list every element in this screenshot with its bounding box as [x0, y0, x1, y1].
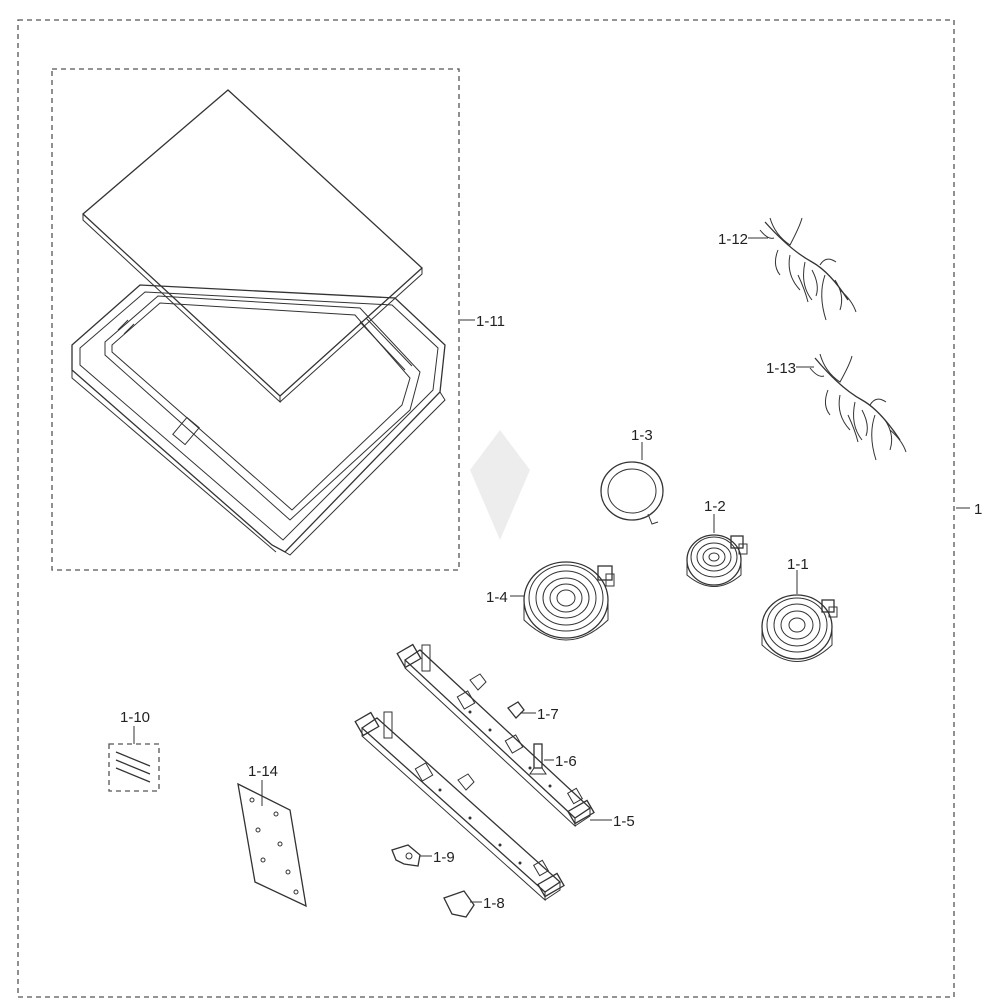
large-element-part	[523, 561, 615, 641]
wire-harness-upper-part	[759, 217, 857, 321]
watermark-logo	[470, 430, 530, 540]
label-1-2: 1-2	[704, 498, 726, 515]
glass-top-part	[82, 89, 423, 404]
clip-part-1-7	[457, 673, 525, 791]
bracket-part-1-8	[443, 890, 475, 918]
label-1-3: 1-3	[631, 427, 653, 444]
screw-kit-boundary	[108, 743, 160, 792]
small-element-part	[686, 534, 748, 587]
label-1-7: 1-7	[537, 706, 559, 723]
label-1: 1	[974, 501, 982, 518]
label-1-8: 1-8	[483, 895, 505, 912]
insulation-plate-part	[237, 782, 307, 908]
label-1-10: 1-10	[120, 709, 150, 726]
label-1-6: 1-6	[555, 753, 577, 770]
bracket-part-1-9	[391, 844, 421, 867]
label-1-9: 1-9	[433, 849, 455, 866]
mounting-rail-lower-part	[354, 711, 565, 902]
medium-element-part	[761, 594, 838, 662]
label-1-13: 1-13	[766, 360, 796, 377]
label-1-1: 1-1	[787, 556, 809, 573]
trim-ring-part	[600, 461, 664, 525]
mounting-rail-upper-part	[396, 643, 595, 828]
label-1-5: 1-5	[613, 813, 635, 830]
bracket-part-1-6	[529, 743, 547, 775]
label-1-4: 1-4	[486, 589, 508, 606]
screw-kit-part	[115, 751, 151, 783]
wire-harness-lower-part	[809, 353, 907, 461]
label-1-12: 1-12	[718, 231, 748, 248]
label-1-14: 1-14	[248, 763, 278, 780]
cooktop-frame-part	[71, 284, 446, 556]
label-1-11: 1-11	[476, 313, 505, 330]
assembly-boundary	[17, 19, 955, 998]
subassembly-1-11-boundary	[51, 68, 460, 571]
